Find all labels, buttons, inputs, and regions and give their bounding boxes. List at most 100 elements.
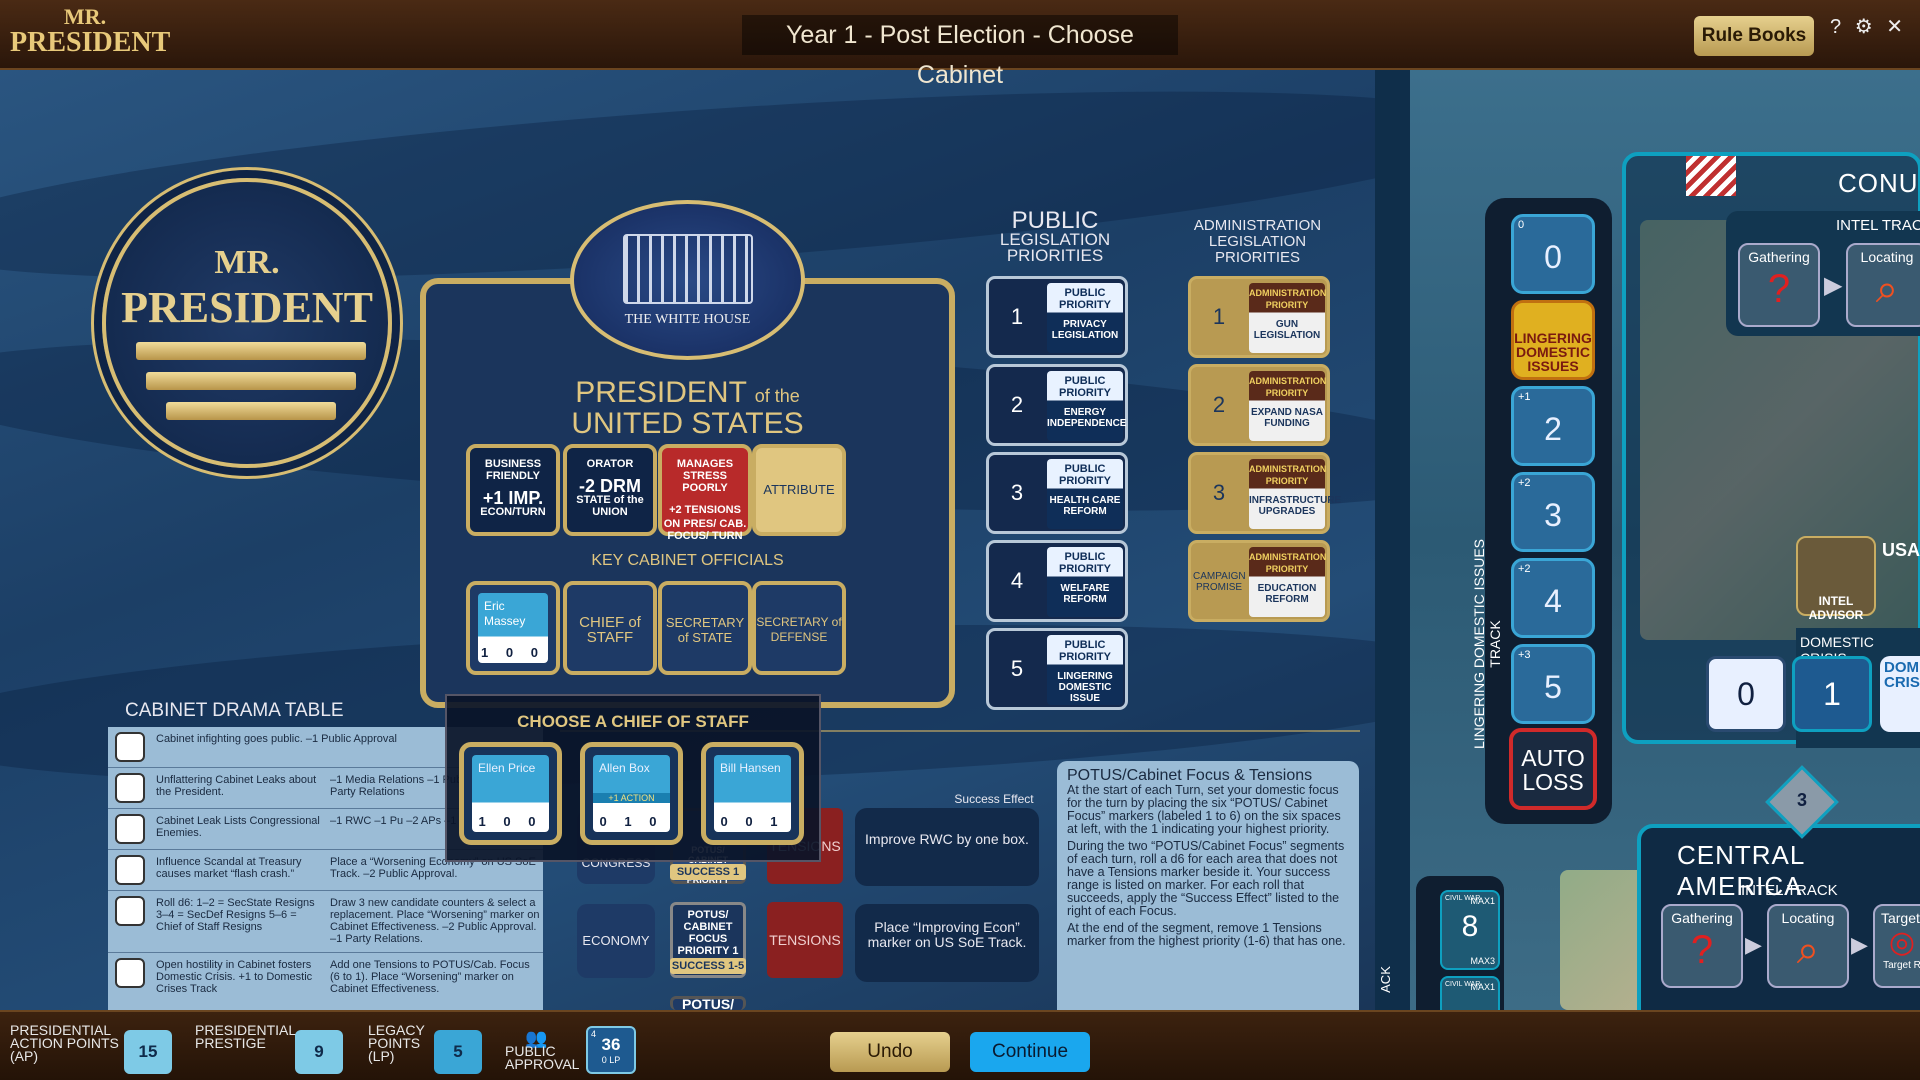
- focus-card-row-3[interactable]: POTUS/: [670, 996, 746, 1011]
- continue-button[interactable]: Continue: [970, 1032, 1090, 1072]
- attribute-card-manages-stress-poorly[interactable]: MANAGES STRESS POORLY +2 TENSIONS ON PRE…: [658, 444, 752, 542]
- intel-locating-slot[interactable]: Locating⌕: [1846, 243, 1920, 327]
- attribute-card-orator[interactable]: ORATOR -2 DRM STATE of the UNION: [563, 444, 657, 536]
- turn-phase-title: Year 1 - Post Election - Choose Cabinet: [742, 15, 1178, 89]
- close-icon[interactable]: ✕: [1886, 16, 1903, 38]
- prestige-stat: PRESIDENTIAL PRESTIGE 9: [195, 1023, 343, 1074]
- domestic-crisis-slot-1[interactable]: 1: [1792, 656, 1872, 732]
- intel-track-label: INTEL TRACK: [1741, 882, 1838, 899]
- slot-mod: 0: [1518, 219, 1525, 231]
- card-label: EDUCATION REFORM: [1257, 583, 1317, 605]
- intel-gathering-slot[interactable]: Gathering?: [1738, 243, 1820, 327]
- intel-advisor-card[interactable]: INTEL ADVISOR: [1796, 536, 1876, 622]
- candidate-name: Allen Box: [599, 761, 650, 775]
- public-approval-stat: 👥 PUBLIC APPROVAL: [505, 1029, 580, 1071]
- priority-number: 4: [1010, 568, 1024, 593]
- card-label: WELFARE REFORM: [1060, 583, 1110, 605]
- drama-text: Unflattering Cabinet Leaks about the Pre…: [156, 774, 317, 798]
- attribute-card-business-friendly[interactable]: BUSINESS FRIENDLY +1 IMP. ECON/TURN: [466, 444, 560, 536]
- domestic-crisis-slot-0[interactable]: 0: [1706, 656, 1786, 732]
- slot-label: SECRETARY of STATE: [665, 615, 745, 645]
- card-label: GUN LEGISLATION: [1253, 319, 1321, 341]
- header-line: PRIORITIES: [1214, 249, 1300, 266]
- slot-value: 2: [1544, 411, 1562, 447]
- candidate-stats: 0 0 1: [720, 814, 785, 829]
- card-label: EXPAND NASA FUNDING: [1250, 407, 1324, 429]
- attribute-slot-empty[interactable]: ATTRIBUTE: [752, 444, 846, 536]
- candidate-name: Bill Hansen: [720, 761, 781, 775]
- drama-text: Open hostility in Cabinet fosters Domest…: [156, 959, 313, 995]
- slot-label: Locating: [1860, 249, 1914, 265]
- help-icon[interactable]: ?: [1830, 16, 1842, 38]
- title-united-states: UNITED STATES: [571, 407, 804, 440]
- tensions-slot-economy[interactable]: TENSIONS: [767, 902, 843, 978]
- success-effect-header: Success Effect: [954, 792, 1034, 806]
- question-icon: ?: [1767, 267, 1791, 311]
- cabinet-slot-secretary-of-state[interactable]: SECRETARY of STATE: [658, 581, 752, 675]
- die-icon: [115, 896, 145, 926]
- cabinet-slot-secretary-of-defense[interactable]: SECRETARY of DEFENSE: [752, 581, 846, 675]
- success-effect-economy: Place “Improving Econ” marker on US SoE …: [855, 904, 1039, 982]
- slot-value: 5: [1544, 669, 1562, 705]
- official-name: Eric Massey: [484, 599, 526, 628]
- undo-button[interactable]: Undo: [830, 1032, 950, 1072]
- cabinet-slot-chief-of-staff[interactable]: CHIEF of STAFF: [563, 581, 657, 675]
- gear-icon[interactable]: ⚙: [1854, 16, 1873, 38]
- civil-war-slot[interactable]: CIVIL WAR MAX1 8 MAX3: [1440, 890, 1500, 970]
- drama-effect: –1 Public Approval: [305, 733, 397, 745]
- slot-value: 8: [1461, 910, 1479, 943]
- intel-targeting-slot[interactable]: Targeti◎Target R: [1873, 904, 1920, 988]
- intel-gathering-slot[interactable]: Gathering?: [1661, 904, 1743, 988]
- slot-value: 0: [1544, 239, 1562, 275]
- official-stats: 1 0 0: [481, 645, 545, 660]
- mr-president-seal: MR. PRESIDENT: [102, 178, 392, 468]
- slot-label: Gathering: [1748, 249, 1810, 265]
- civil-war-slot[interactable]: CIVIL WAR MAX1: [1440, 976, 1500, 1016]
- rule-books-button[interactable]: Rule Books: [1694, 16, 1814, 56]
- slot-label: CHIEF of STAFF: [579, 614, 641, 646]
- slot-max: MAX3: [1470, 956, 1495, 966]
- attribute-sub: ECON/TURN: [480, 506, 546, 518]
- slot-mod: +3: [1518, 649, 1531, 661]
- cabinet-slot-eric-massey[interactable]: Eric Massey 1 0 0: [466, 581, 560, 675]
- stat-label: PRESIDENTIAL ACTION POINTS (AP): [10, 1022, 119, 1064]
- slot-label: Locating: [1781, 910, 1835, 926]
- intel-locating-slot[interactable]: Locating⌕: [1767, 904, 1849, 988]
- white-house-icon: [622, 234, 753, 304]
- approval-lp: 0 LP: [601, 1055, 621, 1065]
- approval-value: 36: [601, 1035, 621, 1054]
- logo-president: PRESIDENT: [10, 27, 171, 58]
- arrow-right-icon: ▶: [1824, 272, 1843, 299]
- attribute-top: BUSINESS FRIENDLY: [484, 458, 542, 482]
- card-kind: ADMINISTRATION PRIORITY: [1249, 552, 1327, 574]
- slot-value: LINGERING DOMESTIC ISSUES: [1514, 330, 1592, 374]
- ldi-slot-5[interactable]: +3 5: [1511, 644, 1595, 724]
- attribute-top: ORATOR: [586, 458, 634, 470]
- candidate-bill-hansen[interactable]: Bill Hansen 0 0 1: [701, 742, 804, 845]
- admin-priorities-header: ADMINISTRATION LEGISLATION PRIORITIES: [1180, 218, 1335, 266]
- ldi-marker[interactable]: LINGERING DOMESTIC ISSUES: [1511, 300, 1595, 380]
- card-kind: PUBLIC PRIORITY: [1059, 375, 1111, 399]
- arrow-right-icon: ▶: [1745, 932, 1762, 957]
- slot-value: 4: [1544, 583, 1562, 619]
- card-label: INFRASTRUCTURE UPGRADES: [1249, 495, 1342, 517]
- domestic-crisis-card[interactable]: DOMES CRIS: [1880, 656, 1920, 732]
